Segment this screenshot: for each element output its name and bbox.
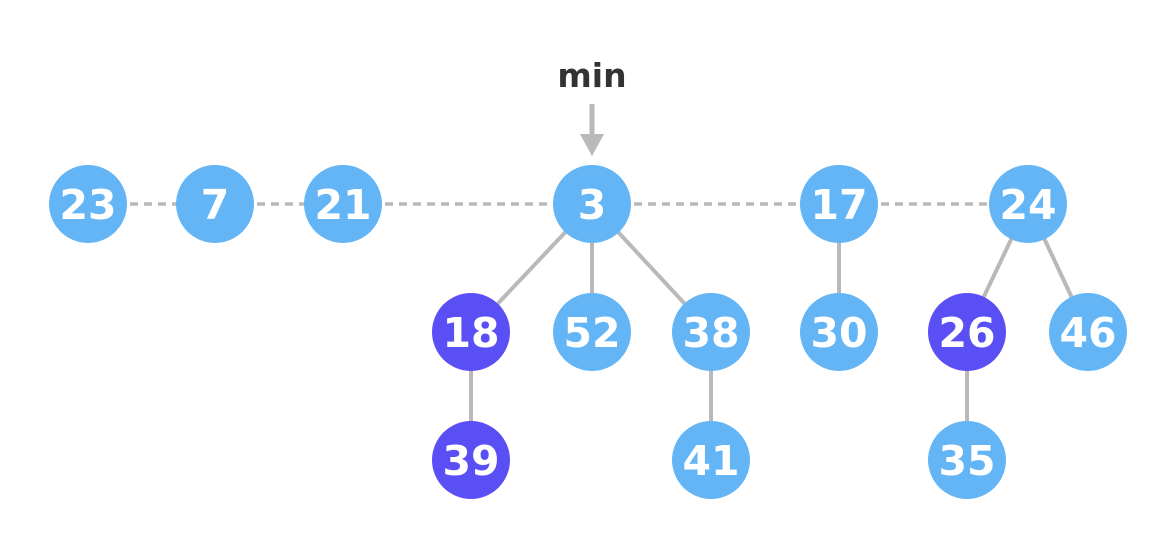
heap-node-41: 41 [672, 421, 750, 499]
min-pointer: min [557, 56, 627, 156]
heap-node-38: 38 [672, 293, 750, 371]
min-pointer-arrow-icon [580, 134, 604, 156]
heap-node-39: 39 [432, 421, 510, 499]
node-circle [800, 165, 878, 243]
heap-node-30: 30 [800, 293, 878, 371]
node-circle [800, 293, 878, 371]
node-value: 23 [59, 181, 116, 229]
heap-node-7: 7 [176, 165, 254, 243]
node-value: 38 [682, 309, 739, 357]
node-value: 24 [999, 181, 1056, 229]
node-value: 26 [938, 309, 995, 357]
heap-node-21: 21 [304, 165, 382, 243]
node-value: 21 [314, 181, 371, 229]
node-value: 18 [442, 309, 499, 357]
heap-node-3: 3 [553, 165, 631, 243]
node-value: 30 [810, 309, 867, 357]
heap-node-18: 18 [432, 293, 510, 371]
heap-node-52: 52 [553, 293, 631, 371]
node-value: 17 [810, 181, 867, 229]
node-circle [672, 293, 750, 371]
node-value: 41 [682, 437, 739, 485]
node-circle [176, 165, 254, 243]
node-value: 7 [201, 181, 230, 229]
node-value: 52 [563, 309, 620, 357]
node-circle [553, 293, 631, 371]
marked-node-circle [432, 293, 510, 371]
heap-node-23: 23 [49, 165, 127, 243]
node-value: 46 [1059, 309, 1116, 357]
node-value: 39 [442, 437, 499, 485]
heap-nodes: 23 7 21 3 17 24 18 52 38 30 26 46 39 41 35 [49, 165, 1127, 499]
marked-node-circle [928, 293, 1006, 371]
node-circle [553, 165, 631, 243]
marked-node-circle [432, 421, 510, 499]
heap-node-35: 35 [928, 421, 1006, 499]
node-circle [1049, 293, 1127, 371]
node-circle [989, 165, 1067, 243]
node-circle [49, 165, 127, 243]
node-circle [304, 165, 382, 243]
heap-node-24: 24 [989, 165, 1067, 243]
node-value: 35 [938, 437, 995, 485]
heap-node-46: 46 [1049, 293, 1127, 371]
node-value: 3 [578, 181, 607, 229]
min-pointer-label: min [557, 56, 626, 95]
node-circle [928, 421, 1006, 499]
heap-node-17: 17 [800, 165, 878, 243]
node-circle [672, 421, 750, 499]
heap-node-26: 26 [928, 293, 1006, 371]
